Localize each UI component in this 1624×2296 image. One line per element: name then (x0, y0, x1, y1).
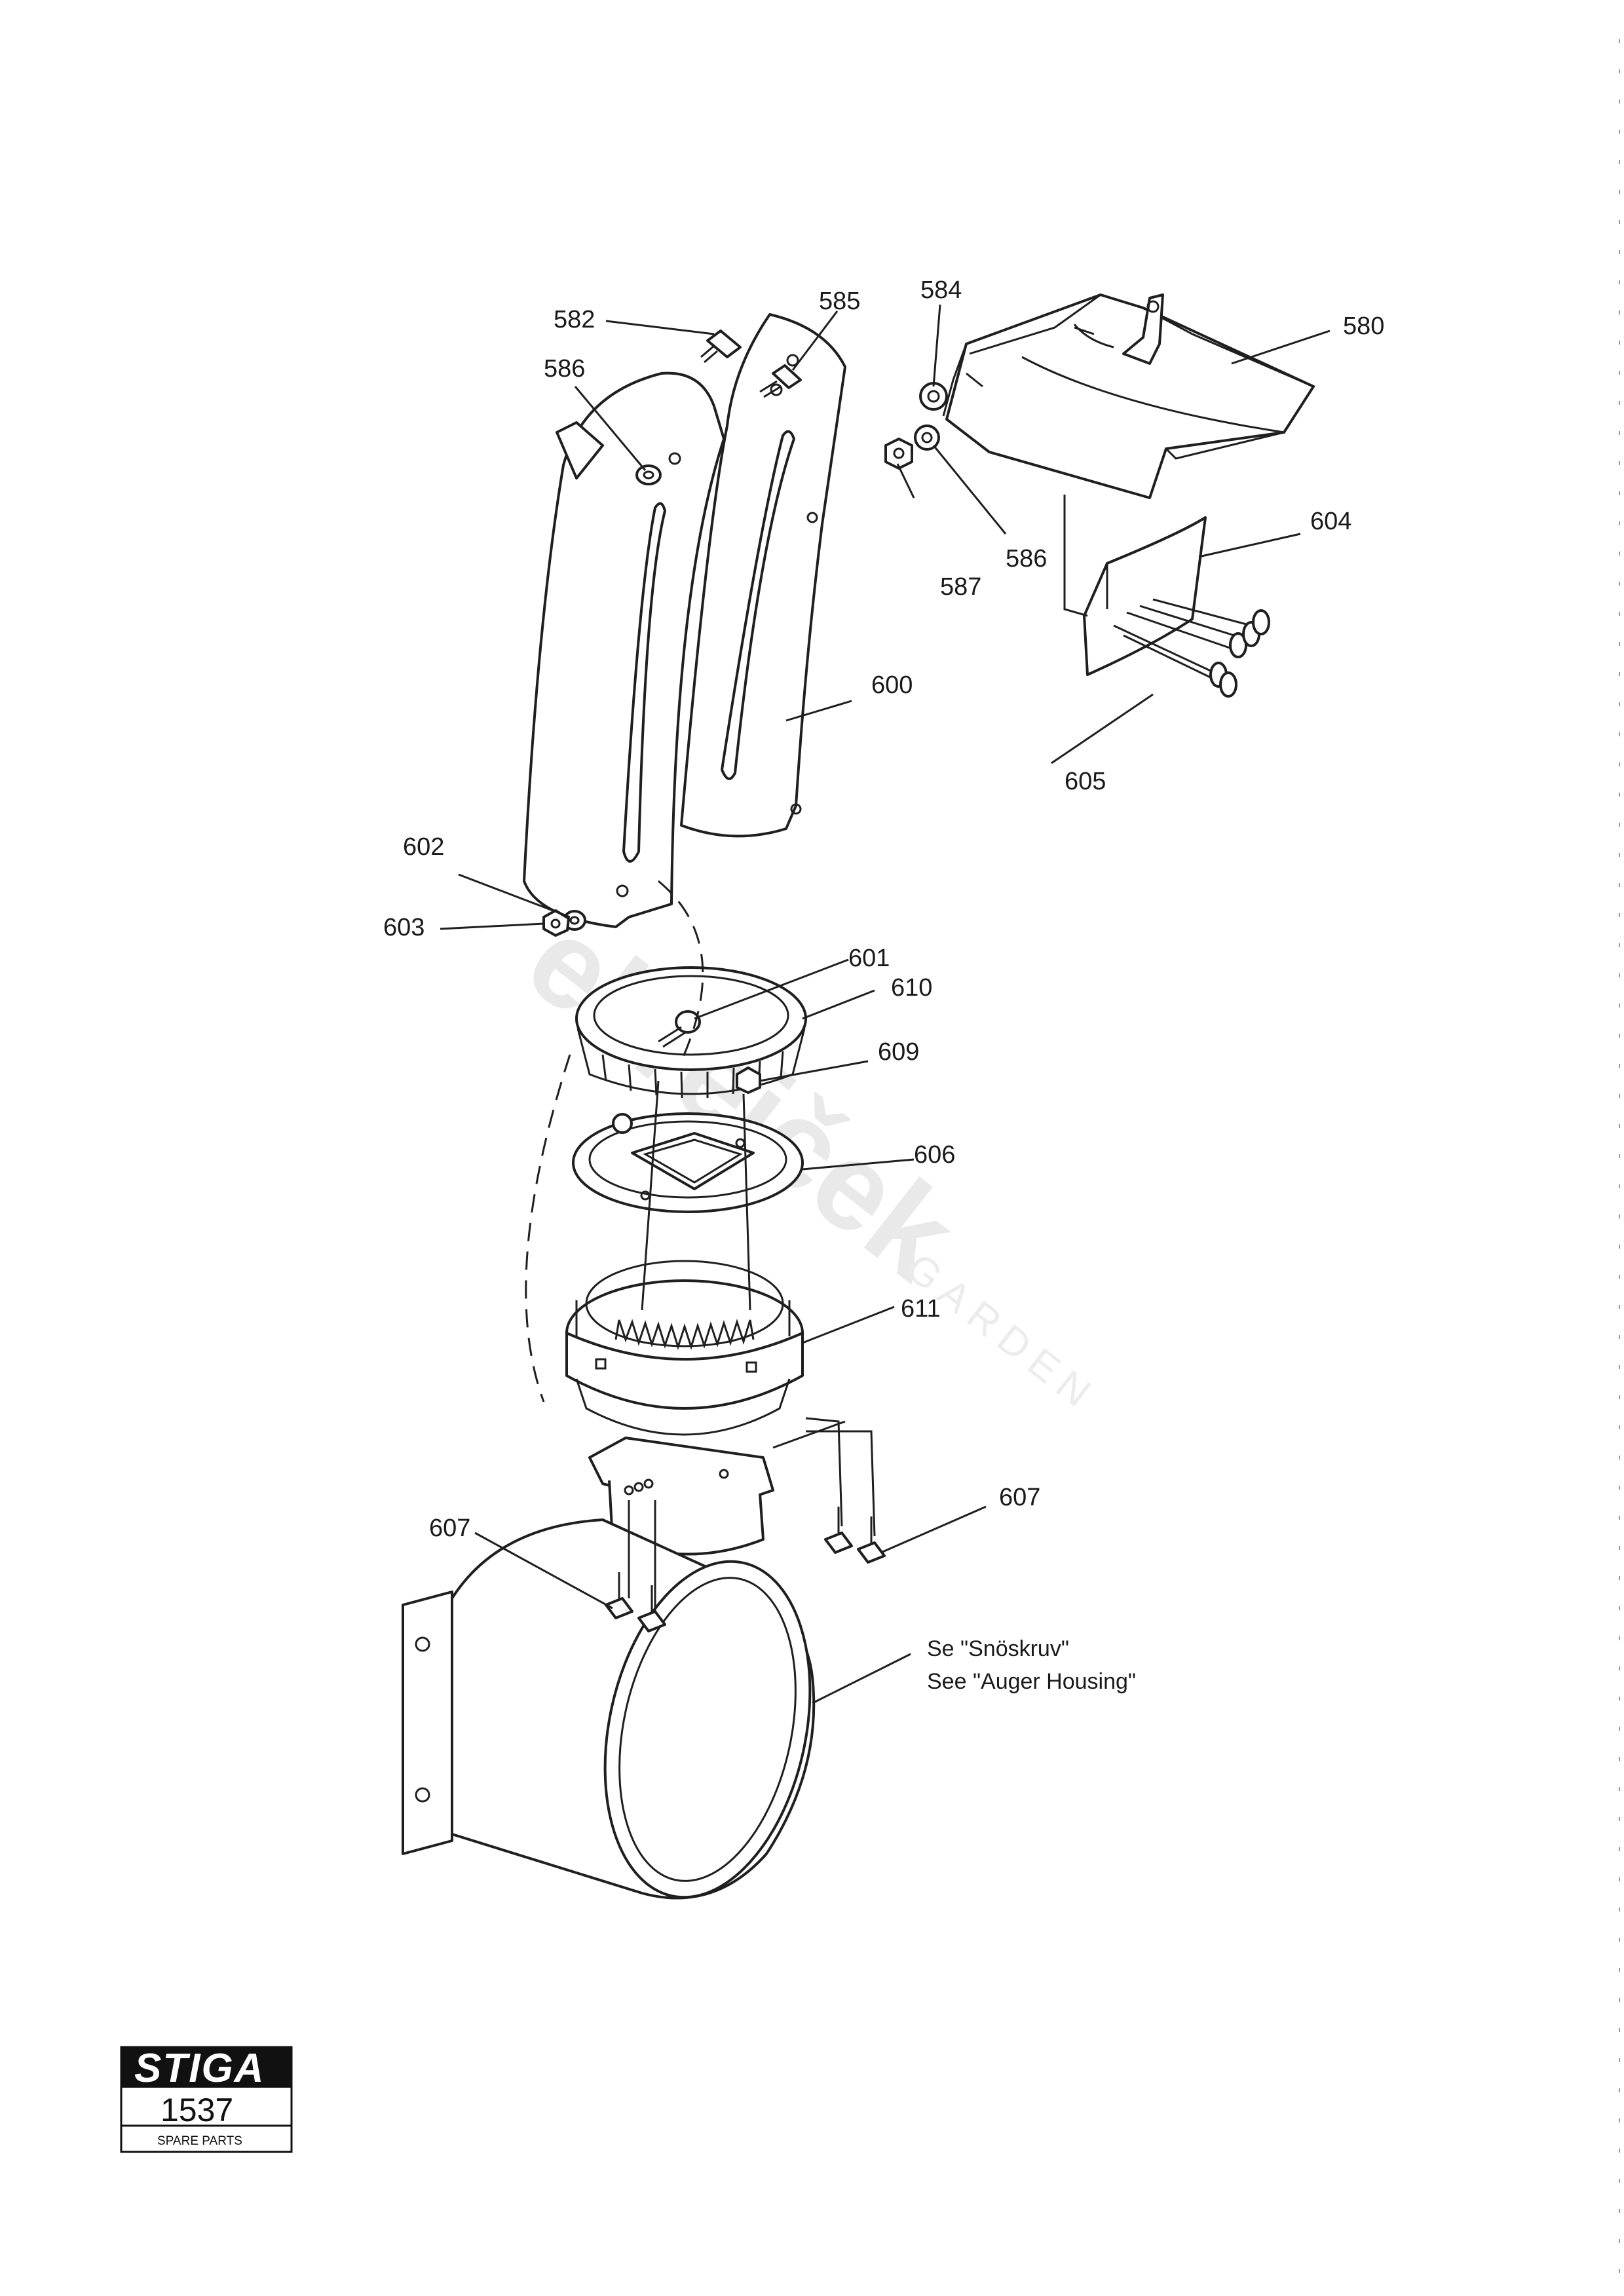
reference-note-line1: Se "Snöskruv" (927, 1636, 1069, 1661)
callout-586-right: 586 (1006, 545, 1047, 573)
leader-lines (440, 304, 1331, 1704)
pins-605 (1113, 598, 1270, 698)
deflector-580 (942, 293, 1315, 499)
callout-607-right: 607 (999, 1484, 1040, 1511)
screws-607-right (824, 1507, 886, 1564)
callout-601: 601 (848, 945, 890, 972)
screw-601 (658, 1010, 701, 1048)
fastener-587 (884, 438, 913, 470)
reference-note-line2: See "Auger Housing" (927, 1669, 1136, 1694)
bolt-582 (700, 329, 742, 364)
brand-logo: STIGA (134, 2046, 265, 2091)
watermark: ekrejček (502, 890, 981, 1306)
callout-606: 606 (914, 1141, 955, 1169)
washer-586-left (635, 464, 662, 485)
flap-604 (1083, 516, 1207, 676)
fastener-586-right (914, 424, 940, 451)
nut-603 (542, 909, 570, 937)
callout-585: 585 (819, 288, 860, 315)
plate-606 (572, 1112, 804, 1213)
chute-panel-600 (523, 313, 846, 928)
callout-586-left: 586 (544, 355, 585, 383)
callout-587: 587 (940, 573, 981, 601)
callout-607-left: 607 (429, 1515, 470, 1542)
model-number: 1537 (161, 2092, 233, 2128)
gear-ring-611 (565, 1260, 804, 1436)
screws-607-left (605, 1572, 666, 1632)
callout-603: 603 (383, 914, 425, 941)
auger-housing-pipe (402, 1518, 816, 1900)
mount-bracket (588, 1437, 774, 1556)
callout-602: 602 (403, 833, 444, 861)
bolt-585 (759, 364, 802, 398)
callout-610: 610 (891, 974, 932, 1002)
stiga-logo-box: STIGA 1537 SPARE PARTS (120, 2046, 293, 2153)
callout-604: 604 (1310, 508, 1351, 535)
nut-609 (736, 1066, 761, 1094)
callout-611: 611 (901, 1295, 941, 1323)
callout-600: 600 (871, 671, 913, 699)
callout-580: 580 (1343, 312, 1384, 340)
callout-609: 609 (878, 1038, 919, 1066)
callout-605: 605 (1065, 768, 1106, 795)
callout-584: 584 (920, 276, 962, 304)
spare-parts-label: SPARE PARTS (157, 2134, 242, 2148)
watermark-subtext: GARDEN (897, 1245, 1106, 1421)
fastener-584 (919, 382, 948, 411)
watermark-text: ekrejček (502, 890, 981, 1306)
callout-582: 582 (554, 306, 595, 333)
